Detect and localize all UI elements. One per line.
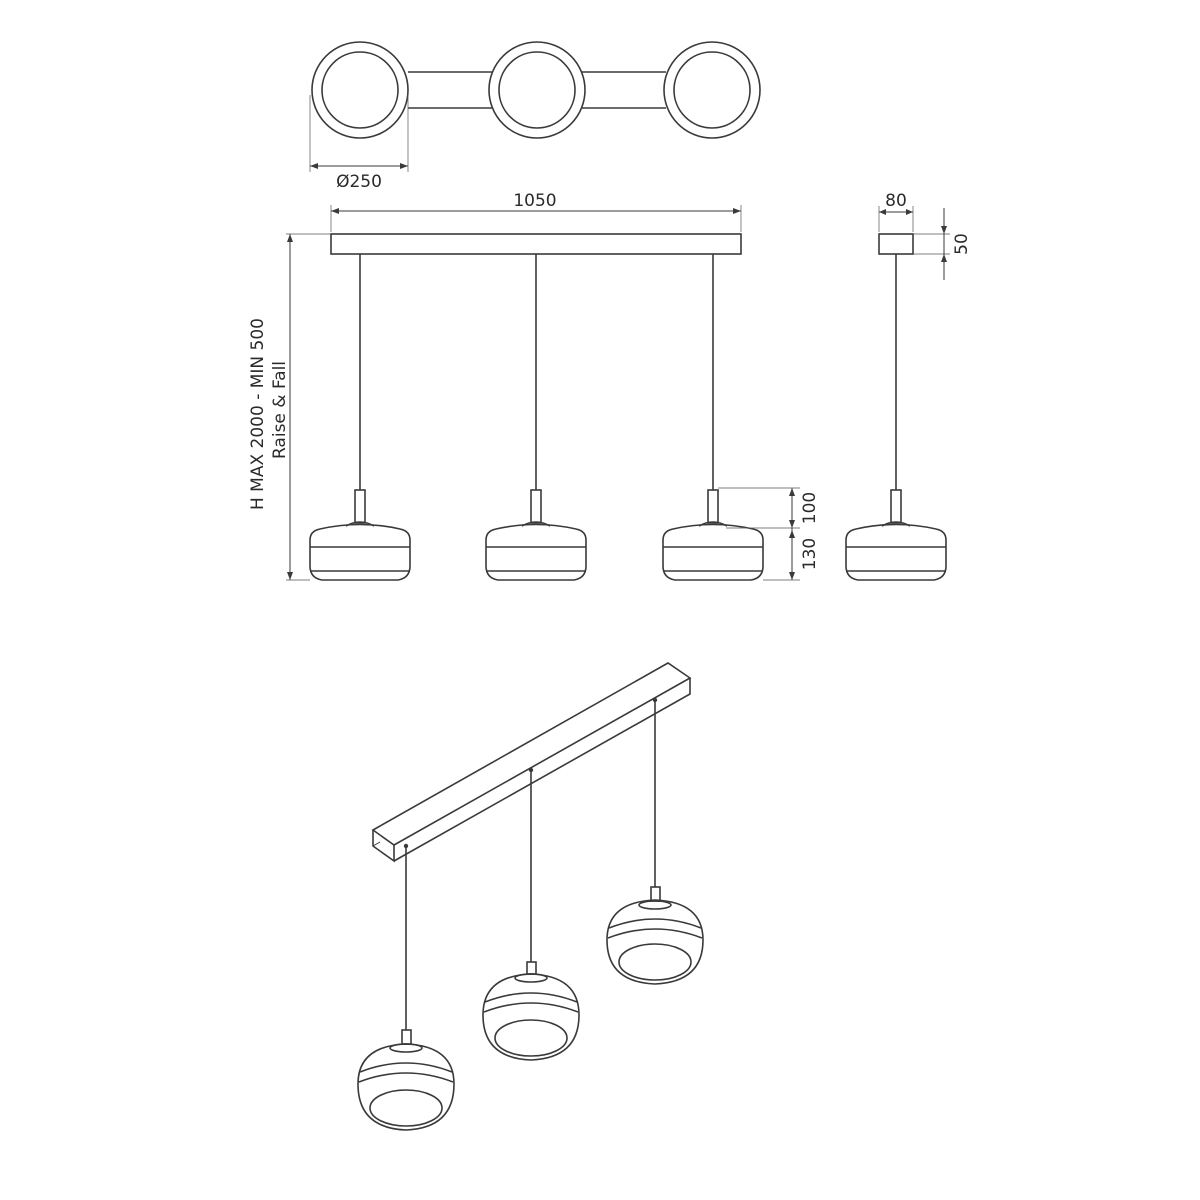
stem-height-label: 100 xyxy=(800,492,820,524)
pendant-side xyxy=(845,489,947,581)
pendant-front xyxy=(662,489,764,581)
side-view: 80 50 xyxy=(845,191,972,581)
canopy-bar xyxy=(330,233,742,255)
iso-canopy-beam xyxy=(371,662,692,863)
pendant-front xyxy=(485,489,587,581)
adjust-note-label: Raise & Fall xyxy=(270,361,290,459)
top-view-ring xyxy=(311,41,409,139)
height-range-label: H MAX 2000 - MIN 500 xyxy=(248,318,268,510)
canopy-side xyxy=(878,233,914,255)
front-view: 1050 xyxy=(248,191,820,581)
top-view: Ø250 xyxy=(309,41,761,192)
stem-shade-dimension: 100 130 xyxy=(718,487,820,581)
width-label: 1050 xyxy=(513,191,556,211)
canopy-height-label: 50 xyxy=(952,233,972,255)
canopy-height-dimension: 50 xyxy=(913,208,972,280)
isometric-view xyxy=(357,662,704,1131)
depth-dimension: 80 xyxy=(878,191,914,232)
width-dimension: 1050 xyxy=(330,191,742,232)
top-view-ring xyxy=(488,41,586,139)
diameter-label: Ø250 xyxy=(336,172,382,192)
iso-pendant xyxy=(357,1029,455,1131)
top-view-ring xyxy=(663,41,761,139)
depth-label: 80 xyxy=(885,191,907,211)
iso-pendant xyxy=(482,961,580,1061)
iso-pendant xyxy=(606,886,704,985)
shade-height-label: 130 xyxy=(800,538,820,570)
pendant-front xyxy=(309,489,411,581)
diameter-dimension: Ø250 xyxy=(309,95,409,192)
height-dimension: H MAX 2000 - MIN 500 Raise & Fall xyxy=(248,233,331,581)
